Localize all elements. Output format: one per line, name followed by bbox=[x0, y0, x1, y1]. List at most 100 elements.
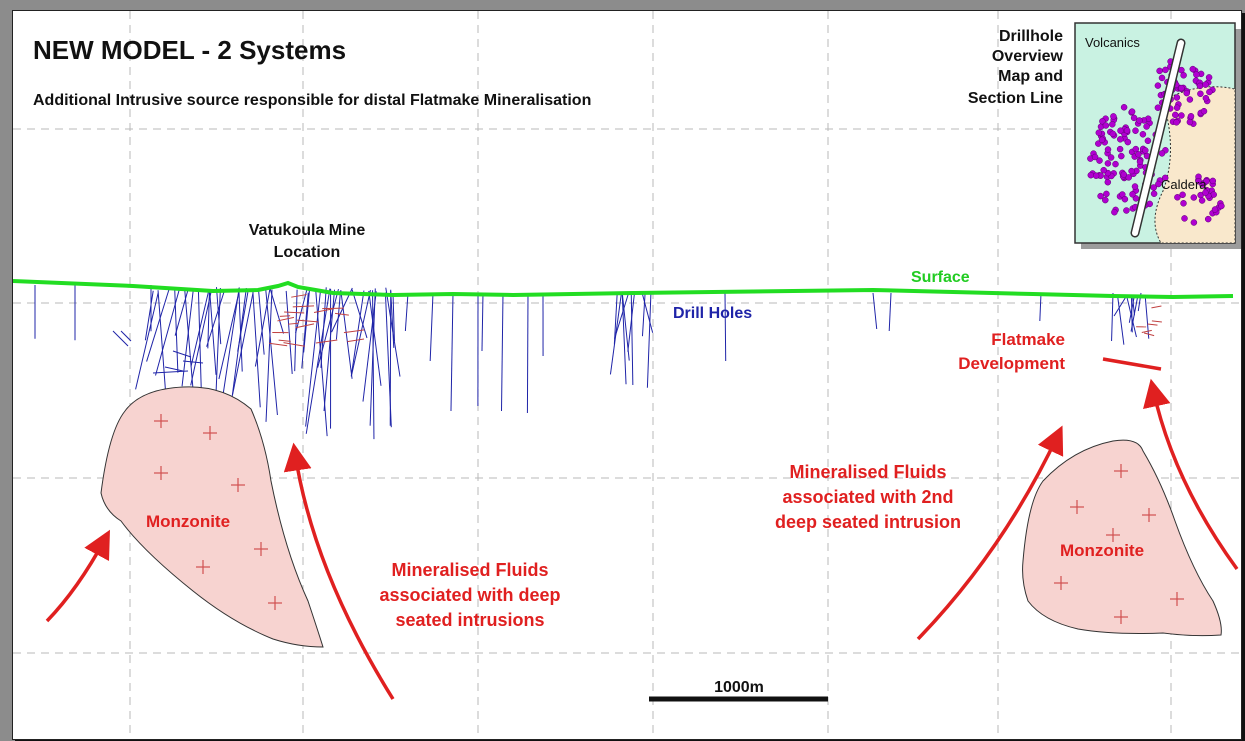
drill-hole bbox=[232, 292, 254, 395]
drill-hole bbox=[362, 291, 377, 402]
drill-hole bbox=[181, 288, 194, 387]
inset-drillhole-point bbox=[1178, 112, 1185, 119]
inset-drillhole-point bbox=[1136, 117, 1143, 124]
inset-drillhole-point bbox=[1206, 88, 1213, 96]
inset-drillhole-point bbox=[1091, 153, 1099, 161]
inset-drillhole-point bbox=[1117, 136, 1124, 143]
drill-hole-intercept bbox=[283, 342, 305, 347]
inset-drillhole-point bbox=[1186, 96, 1194, 103]
fluid-arrows bbox=[45, 378, 1239, 700]
drill-hole bbox=[155, 289, 180, 376]
inset-drillhole-point bbox=[1186, 118, 1194, 126]
drill-hole bbox=[164, 366, 184, 372]
monzonite-left-label: Monzonite bbox=[146, 512, 230, 531]
scale-bar-label: 1000m bbox=[714, 679, 764, 696]
drill-hole bbox=[613, 292, 618, 345]
inset-drillhole-point bbox=[1099, 118, 1106, 125]
drill-hole bbox=[350, 290, 371, 377]
inset-drillhole-point bbox=[1102, 122, 1110, 129]
drill-hole bbox=[206, 291, 225, 347]
monzonite-intrusion-right bbox=[1022, 439, 1222, 637]
inset-drillhole-point bbox=[1154, 82, 1162, 89]
inset-drillhole-point bbox=[1155, 180, 1162, 188]
surface-label: Surface bbox=[911, 269, 970, 286]
inset-drillhole-point bbox=[1107, 154, 1115, 161]
inset-drillhole-point bbox=[1173, 119, 1180, 126]
inset-drillhole-point bbox=[1218, 202, 1225, 210]
drill-hole bbox=[614, 292, 630, 339]
inset-drillhole-points bbox=[1087, 58, 1225, 226]
inset-drillhole-point bbox=[1202, 81, 1209, 88]
inset-drillhole-point bbox=[1129, 191, 1136, 198]
drill-hole bbox=[172, 350, 192, 358]
inset-drillhole-point bbox=[1204, 215, 1212, 223]
inset-drillhole-point bbox=[1121, 195, 1129, 203]
inset-drillhole-point bbox=[1158, 150, 1166, 157]
monzonite-right-label: Monzonite bbox=[1060, 541, 1144, 560]
inset-volcanics-label: Volcanics bbox=[1085, 35, 1140, 50]
inset-drillhole-point bbox=[1162, 66, 1169, 74]
inset-drillhole-point bbox=[1120, 104, 1128, 111]
drill-hole bbox=[190, 289, 213, 386]
fluids-left-line-2: associated with deep bbox=[379, 585, 560, 605]
inset-drillhole-point bbox=[1104, 178, 1112, 186]
drill-hole bbox=[218, 290, 240, 380]
drill-hole-intercept bbox=[1151, 320, 1162, 323]
inset-drillhole-point bbox=[1123, 207, 1130, 214]
drill-hole bbox=[340, 289, 353, 379]
cross-section-diagram: NEW MODEL - 2 Systems Additional Intrusi… bbox=[13, 11, 1241, 739]
drill-hole-intercept bbox=[313, 308, 334, 313]
drill-hole-intercept bbox=[1141, 329, 1152, 333]
drill-hole bbox=[450, 292, 454, 412]
drill-hole bbox=[190, 290, 210, 367]
drill-hole bbox=[526, 292, 529, 414]
inset-drillhole-point bbox=[1174, 194, 1181, 201]
inset-drillhole-point bbox=[1111, 208, 1118, 216]
drill-hole bbox=[609, 292, 622, 375]
drill-hole-intercept bbox=[347, 338, 365, 343]
drill-hole bbox=[303, 287, 311, 353]
drill-hole bbox=[390, 290, 395, 348]
drill-hole bbox=[641, 292, 646, 337]
drill-hole bbox=[320, 287, 327, 368]
drill-hole bbox=[209, 290, 217, 375]
drill-hole bbox=[135, 292, 159, 390]
drill-hole bbox=[481, 292, 484, 352]
page-title: NEW MODEL - 2 Systems bbox=[33, 35, 346, 65]
inset-drillhole-point bbox=[1117, 127, 1124, 134]
drill-hole-intercept bbox=[278, 339, 291, 342]
drill-hole bbox=[872, 292, 878, 330]
inset-drillhole-point bbox=[1150, 190, 1158, 197]
drill-holes-label: Drill Holes bbox=[673, 305, 752, 322]
inset-drillhole-point bbox=[1198, 197, 1206, 204]
inset-drillhole-point bbox=[1143, 123, 1150, 130]
drill-hole bbox=[295, 290, 308, 334]
inset-drillhole-point bbox=[1096, 157, 1103, 164]
inset-drillhole-point bbox=[1104, 146, 1112, 153]
drill-hole bbox=[305, 288, 331, 434]
inset-drillhole-point bbox=[1189, 65, 1197, 73]
drill-hole bbox=[1144, 295, 1150, 339]
drill-hole-intercept bbox=[288, 322, 299, 325]
drill-hole bbox=[627, 292, 635, 352]
inset-drillhole-point bbox=[1132, 127, 1139, 134]
inset-drillhole-point bbox=[1154, 104, 1162, 111]
drill-hole bbox=[392, 292, 395, 342]
drill-hole-intercept bbox=[268, 342, 288, 347]
inset-drillhole-point bbox=[1132, 145, 1140, 153]
inset-drillhole-point bbox=[1102, 196, 1109, 204]
inset-drillhole-point bbox=[1161, 174, 1169, 182]
fluids-right-line-3: deep seated intrusion bbox=[775, 512, 961, 532]
inset-drillhole-point bbox=[1202, 94, 1210, 102]
drill-hole-intercept bbox=[296, 319, 319, 323]
drill-hole-intercept bbox=[279, 315, 291, 317]
drill-hole bbox=[724, 292, 727, 362]
drill-hole bbox=[152, 370, 189, 374]
inset-drillhole-point bbox=[1150, 184, 1157, 191]
drill-hole bbox=[1117, 295, 1125, 345]
drill-hole bbox=[501, 292, 504, 412]
inset-caption-line-3: Map and bbox=[998, 68, 1063, 85]
drill-hole bbox=[301, 292, 309, 369]
drill-hole bbox=[351, 289, 368, 339]
inset-drillhole-point bbox=[1187, 113, 1195, 120]
